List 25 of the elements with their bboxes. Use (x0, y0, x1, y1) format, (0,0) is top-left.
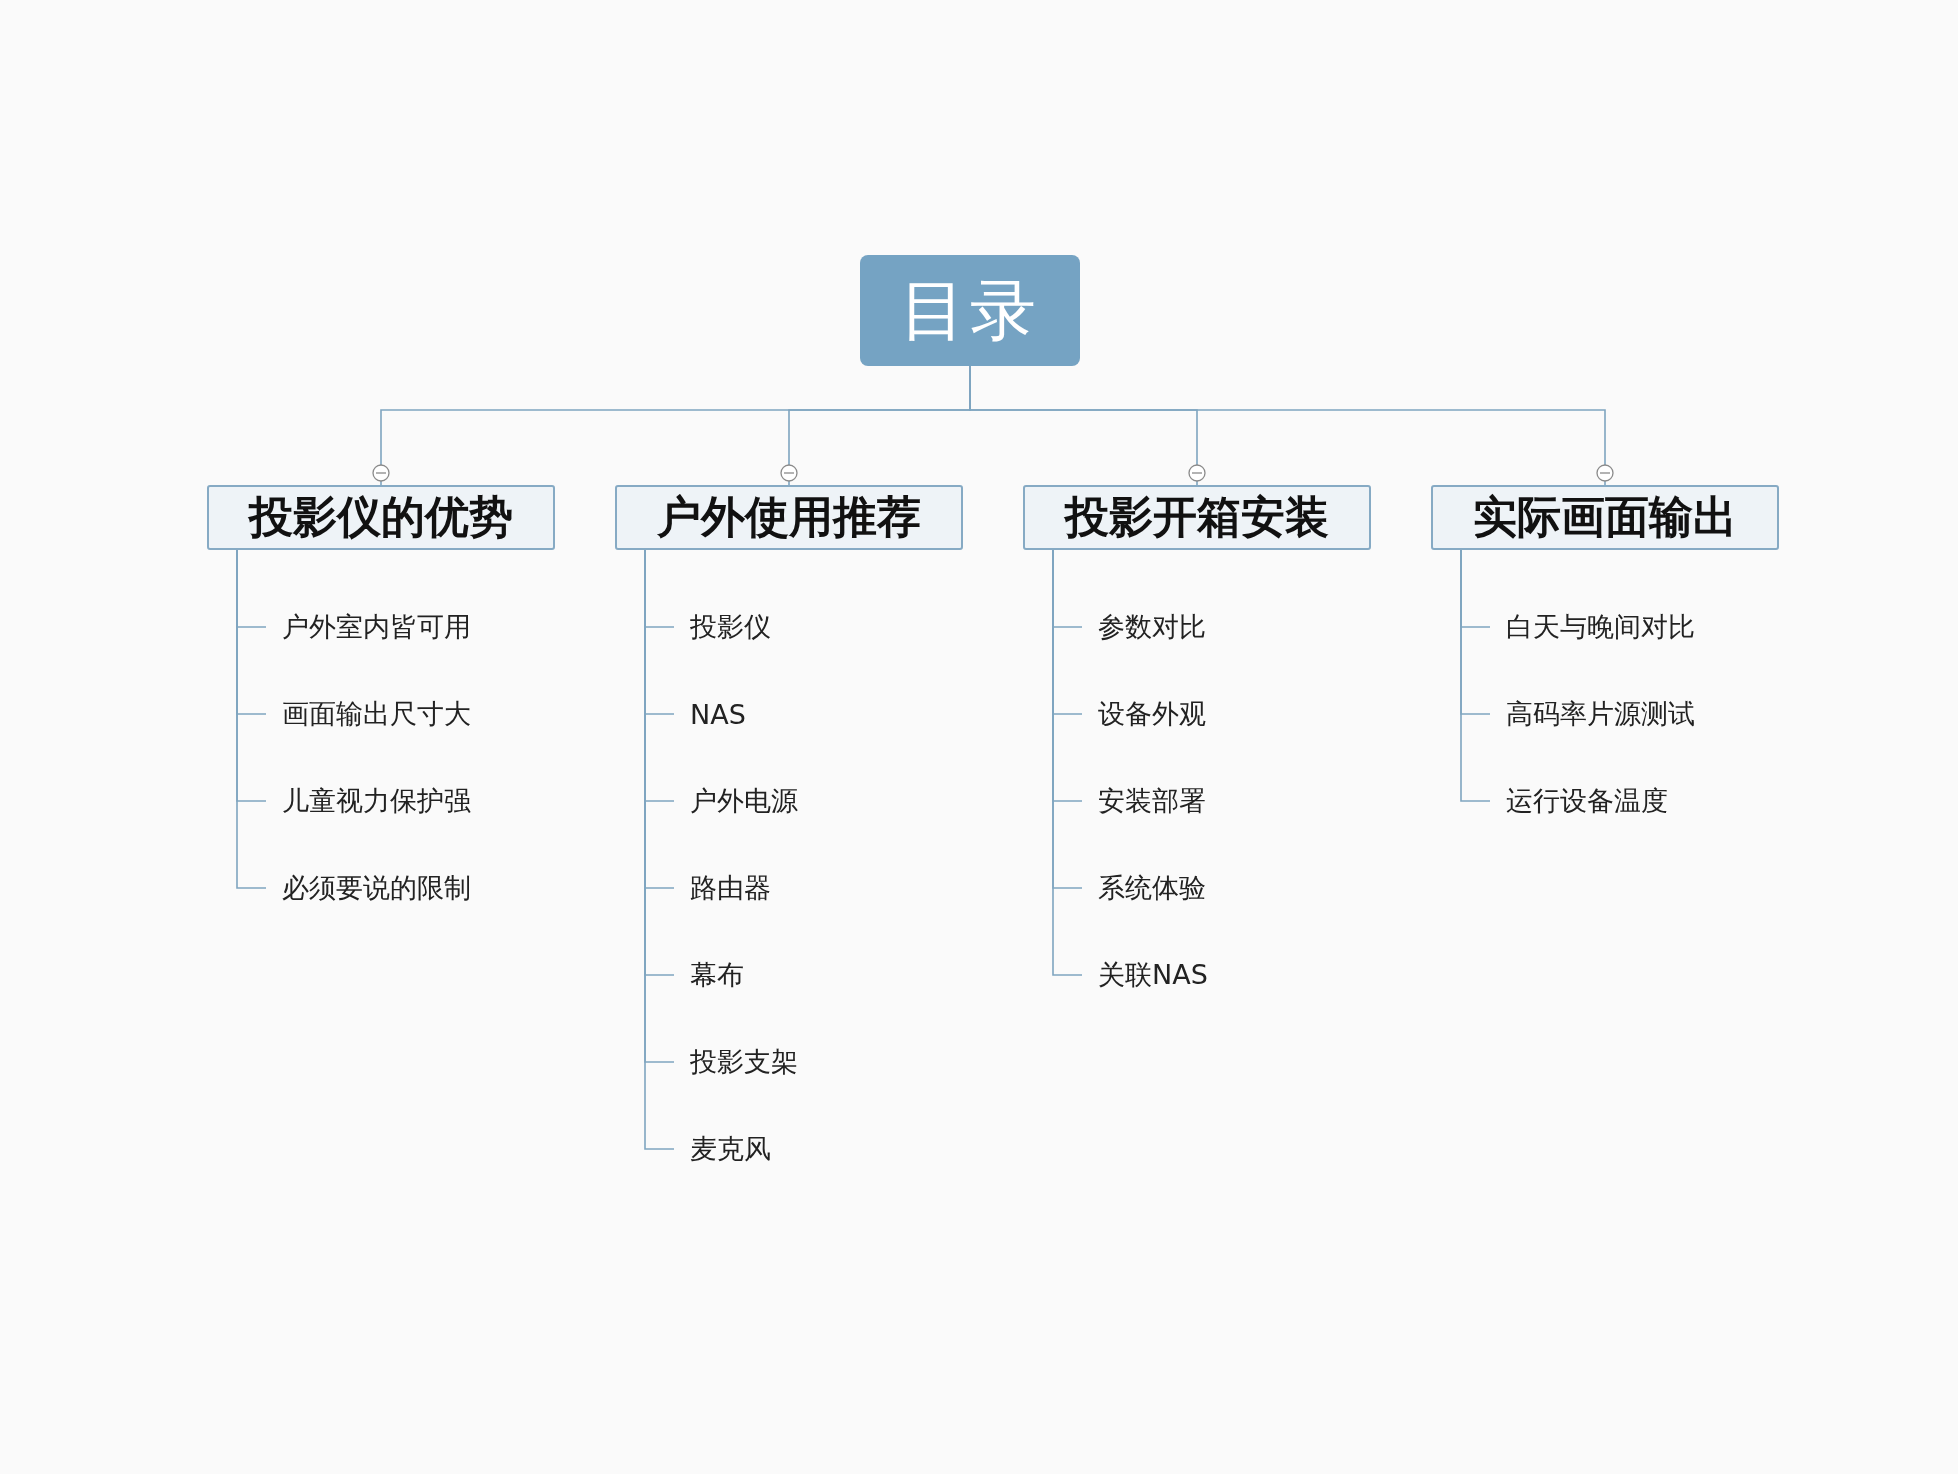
subtopic-text: 系统体验 (1082, 867, 1312, 909)
subtopic-text: 户外电源 (674, 780, 904, 822)
subtopic-text: 画面输出尺寸大 (266, 693, 496, 735)
root-topic: 目录 (860, 255, 1080, 366)
subtopic-text: 设备外观 (1082, 693, 1312, 735)
topic-box: 投影开箱安装 (1023, 485, 1371, 550)
subtopic-text: 高码率片源测试 (1490, 693, 1720, 735)
subtopic-text: 运行设备温度 (1490, 780, 1720, 822)
subtopic-text: 必须要说的限制 (266, 867, 496, 909)
subtopic-text: 投影支架 (674, 1041, 904, 1083)
subtopic-text: 麦克风 (674, 1128, 904, 1170)
subtopic-text: 安装部署 (1082, 780, 1312, 822)
subtopic-text: 参数对比 (1082, 606, 1312, 648)
topic-box: 户外使用推荐 (615, 485, 963, 550)
subtopic-text: 投影仪 (674, 606, 904, 648)
topic-box: 投影仪的优势 (207, 485, 555, 550)
subtopic-text: 幕布 (674, 954, 904, 996)
connector-line (1460, 549, 1491, 802)
topic-box: 实际画面输出 (1431, 485, 1779, 550)
subtopic-text: 路由器 (674, 867, 904, 909)
subtopic-text: 儿童视力保护强 (266, 780, 496, 822)
subtopic-text: 关联NAS (1082, 954, 1312, 996)
subtopic-text: NAS (674, 693, 904, 735)
subtopic-text: 白天与晚间对比 (1490, 606, 1720, 648)
subtopic-text: 户外室内皆可用 (266, 606, 496, 648)
